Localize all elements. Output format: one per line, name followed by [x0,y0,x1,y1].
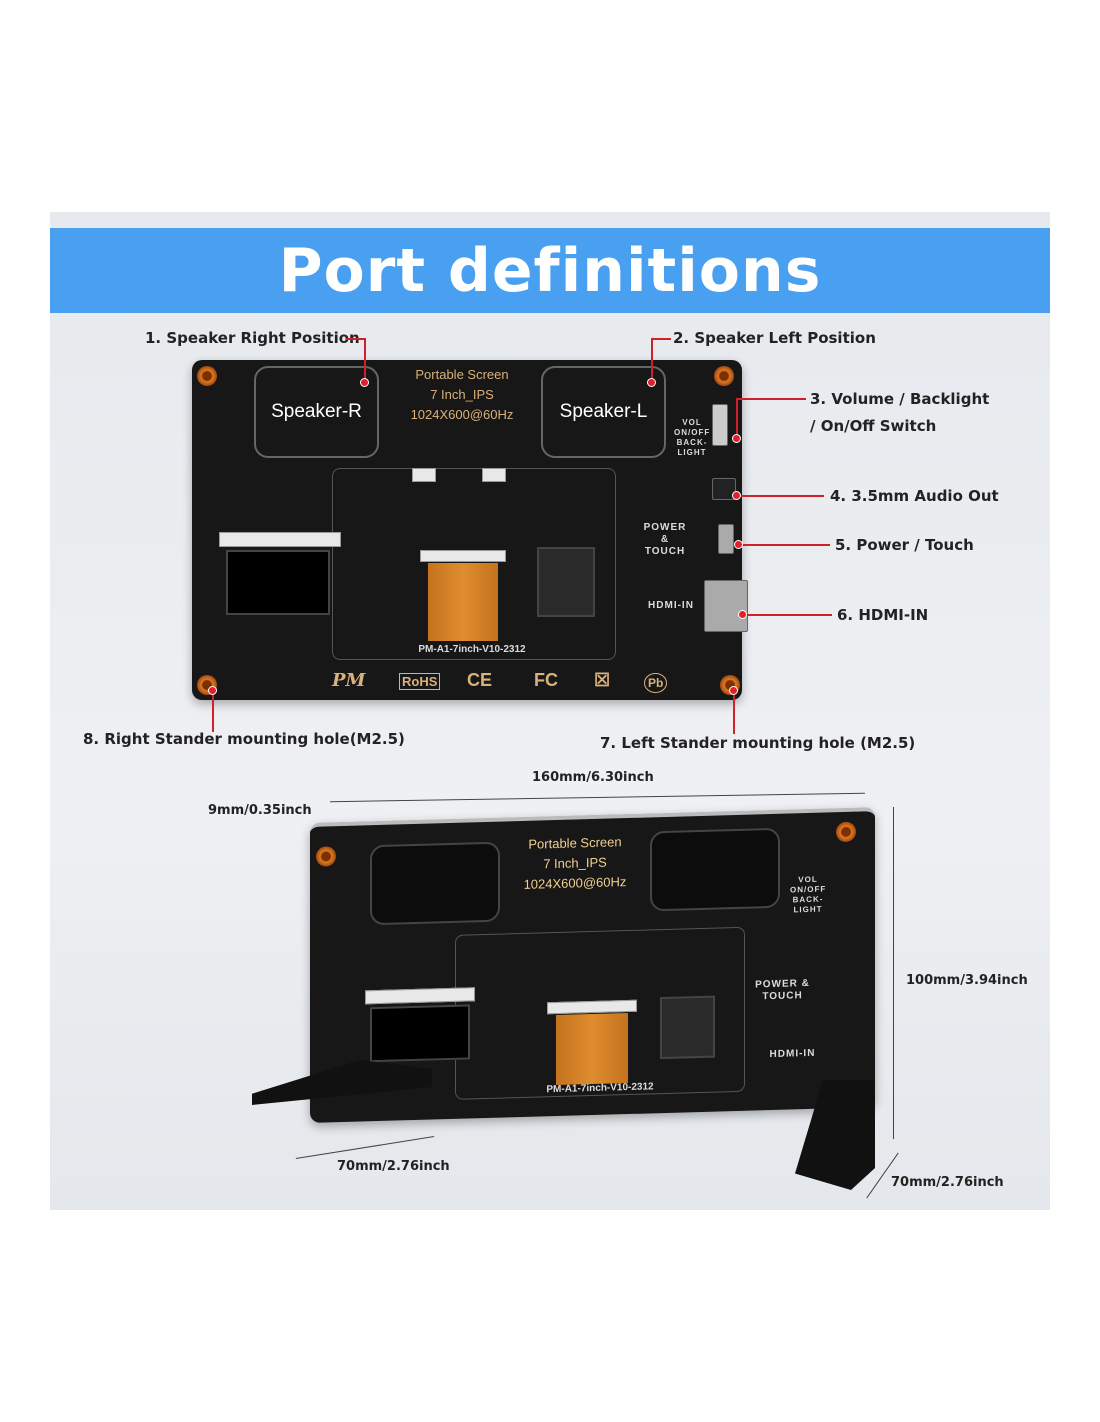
ce-logo: CE [467,670,493,690]
usb-c-port [718,524,734,554]
hdmi-silk: HDMI-IN [769,1047,816,1061]
callout-dot [360,378,369,387]
page-title: Port definitions [278,235,822,306]
hdmi-port [704,580,748,632]
callout-line [212,690,214,732]
callout-line [364,338,366,382]
callout-line [651,338,653,382]
weee-logo: ☒ [594,670,611,690]
power-silk: POWER & TOUCH [643,522,687,557]
callout-dot [647,378,656,387]
callout-dot [734,540,743,549]
rohs-logo: RoHS [399,673,441,690]
fpc-connector [420,550,506,562]
speaker-right [370,841,500,926]
mounting-hole [197,366,217,386]
label-speaker-right: 1. Speaker Right Position [145,329,360,347]
vol-silk: VOL ON/OFF BACK- LIGHT [790,874,827,915]
dimension-stand-right: 70mm/2.76inch [337,1159,450,1174]
callout-dot [729,686,738,695]
pb-free-logo: Pb [644,673,668,693]
label-power-touch: 5. Power / Touch [835,536,974,554]
callout-dot [732,434,741,443]
silk-line: 7 Inch_IPS [430,387,494,402]
label-right-stander: 8. Right Stander mounting hole(M2.5) [83,730,405,748]
speaker-l-area: Speaker-L [541,366,666,458]
callout-line [742,614,832,616]
controller-chip [537,547,595,617]
label-speaker-left: 2. Speaker Left Position [673,329,876,347]
pm-logo: PM [332,670,366,691]
dimension-width: 160mm/6.30inch [532,770,654,785]
fpc-cable [226,550,330,615]
fpc-connector [219,532,341,547]
label-audio-out: 4. 3.5mm Audio Out [830,487,999,505]
label-left-stander: 7. Left Stander mounting hole (M2.5) [600,734,916,752]
silk-line: 1024X600@60Hz [523,874,627,892]
speaker-left [650,827,780,912]
callout-line [736,398,806,400]
audio-jack [712,478,736,500]
vol-silk: VOL ON/OFF BACK- LIGHT [674,418,711,457]
callout-line [733,690,735,734]
board-top-view: Speaker-R Speaker-L Portable Screen 7 Inc… [192,360,748,700]
silk-line: 1024X600@60Hz [410,407,514,422]
dimension-height: 100mm/3.94inch [906,973,1028,988]
callout-dot [738,610,747,619]
callout-line [346,338,366,340]
silk-line: Portable Screen [415,367,509,382]
controller-chip [660,995,715,1060]
speaker-connector [412,468,436,482]
mounting-hole [836,821,856,843]
speaker-connector [482,468,506,482]
label-hdmi-in: 6. HDMI-IN [837,606,929,624]
model-number: PM-A1-7inch-V10-2312 [418,644,526,655]
mounting-hole [714,366,734,386]
mounting-hole [316,846,336,867]
dimension-stand-left: 70mm/2.76inch [891,1175,1004,1190]
callout-dot [208,686,217,695]
callout-line [738,544,830,546]
callout-line [736,495,824,497]
dimension-thickness: 9mm/0.35inch [208,803,312,818]
fcc-logo: FC [534,670,558,690]
height-dimension-line [893,807,894,1139]
label-on-off-switch: / On/Off Switch [810,417,937,435]
fpc-connector [547,999,637,1015]
orange-fpc-cable [428,563,498,641]
hdmi-silk: HDMI-IN [648,600,694,611]
label-volume-backlight: 3. Volume / Backlight [810,390,990,408]
title-banner: Port definitions [50,228,1050,313]
main-pcb-area [332,468,616,660]
board-silk-text: Portable Screen 7 Inch_IPS 1024X600@60Hz [387,365,537,425]
fpc-cable [370,1004,470,1063]
callout-line [651,338,671,340]
power-silk: POWER & TOUCH [755,977,810,1003]
volume-switch [712,404,728,446]
callout-line [736,398,738,438]
speaker-r-area: Speaker-R [254,366,379,458]
orange-fpc-cable [556,1013,628,1086]
callout-dot [732,491,741,500]
